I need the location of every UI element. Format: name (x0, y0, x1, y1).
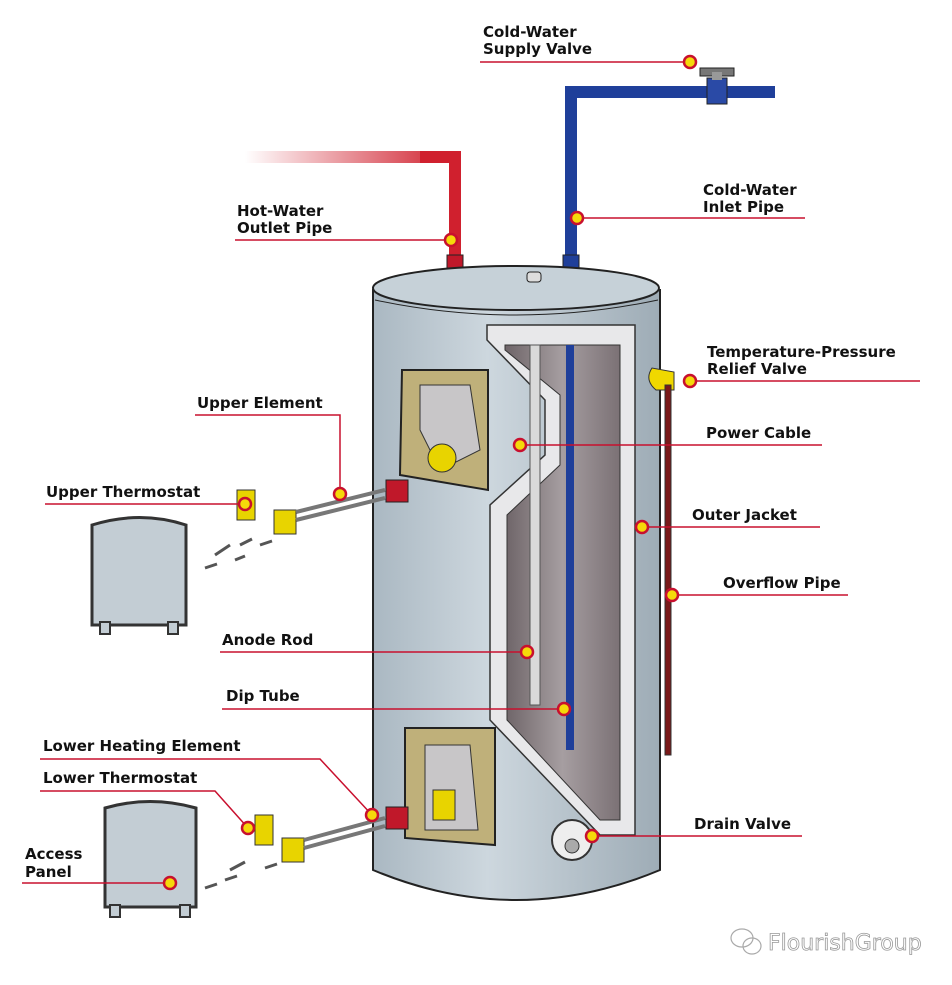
label-dip-tube: Dip Tube (226, 687, 300, 705)
lower-access-panel (103, 800, 198, 918)
callout-dot (682, 54, 698, 70)
cold-water-supply-valve (699, 67, 735, 105)
watermark: FlourishGroup (730, 928, 922, 956)
label-upper-element: Upper Element (197, 394, 323, 412)
callout-dot (240, 820, 256, 836)
callout-dot (364, 807, 380, 823)
label-power-cable: Power Cable (706, 424, 811, 442)
upper-thermostat-and-element (204, 488, 386, 570)
callout-dot (569, 210, 585, 226)
callout-dot (584, 828, 600, 844)
callout-dot (664, 587, 680, 603)
callout-dot (634, 519, 650, 535)
callout-dot (443, 232, 459, 248)
lower-access-cavity (385, 727, 496, 847)
callout-dot (519, 644, 535, 660)
callout-dot (332, 486, 348, 502)
leader-lines (22, 61, 920, 884)
label-anode-rod: Anode Rod (222, 631, 313, 649)
label-outer-jacket: Outer Jacket (692, 506, 797, 524)
callout-dot (682, 373, 698, 389)
callout-dot (512, 437, 528, 453)
lower-thermostat-and-element (204, 814, 386, 890)
callout-dot (556, 701, 572, 717)
watermark-text: FlourishGroup (768, 931, 922, 956)
callout-dots (162, 54, 698, 891)
label-upper-thermostat: Upper Thermostat (46, 483, 200, 501)
tank-cutaway (486, 324, 636, 836)
dip-tube (566, 345, 574, 750)
upper-access-cavity (385, 369, 489, 503)
callout-dot (162, 875, 178, 891)
label-lower-heating-element: Lower Heating Element (43, 737, 241, 755)
callout-dot (237, 496, 253, 512)
upper-access-panel (90, 516, 188, 635)
label-drain-valve: Drain Valve (694, 815, 791, 833)
label-overflow-pipe: Overflow Pipe (723, 574, 841, 592)
label-lower-thermostat: Lower Thermostat (43, 769, 197, 787)
relief-valve-and-overflow-pipe (648, 367, 675, 756)
chat-bubbles-icon (730, 928, 762, 955)
